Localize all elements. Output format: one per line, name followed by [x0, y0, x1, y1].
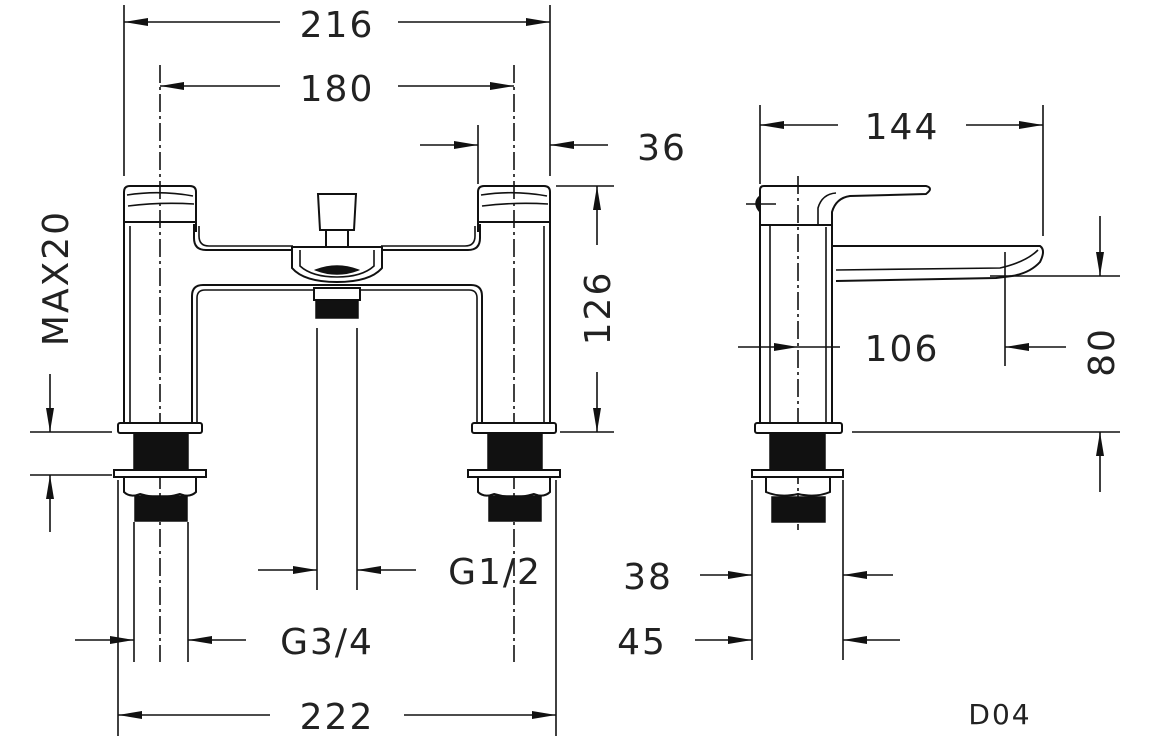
dimension-g3-4: G3/4: [75, 522, 374, 663]
dimension-label: 36: [637, 128, 687, 169]
dimension-180: 180: [160, 69, 514, 110]
left-inlet-fitting: [113, 422, 207, 522]
dimension-label: 180: [300, 69, 375, 110]
shower-diverter: [291, 193, 383, 284]
dimension-label: 106: [865, 329, 940, 370]
dimension-label: 80: [1082, 327, 1123, 377]
dimension-38: 38: [623, 480, 893, 660]
dimension-106: 106: [738, 252, 1066, 370]
dimension-max20: MAX20: [30, 210, 112, 532]
dimension-label: 222: [300, 697, 375, 738]
shower-outlet: [313, 287, 361, 590]
dimension-label: 38: [623, 557, 673, 598]
dimension-g1-2: G1/2: [258, 552, 542, 593]
dimension-label: 126: [578, 271, 619, 346]
dimension-label: MAX20: [36, 210, 77, 346]
side-fitting: [751, 422, 844, 523]
side-view: 144 106 80 38 45: [617, 105, 1123, 663]
dimension-126: 126: [556, 185, 619, 433]
dimension-label: 45: [617, 622, 667, 663]
side-body: [746, 185, 931, 423]
dimension-label: 144: [865, 107, 940, 148]
dimension-label: 216: [300, 5, 375, 46]
drawing-code: D04: [968, 698, 1031, 731]
dimension-36: 36: [420, 125, 687, 184]
dimension-45: 45: [617, 622, 900, 663]
dimension-216: 216: [123, 5, 551, 176]
dimension-222: 222: [117, 480, 557, 738]
dimension-label: G1/2: [448, 552, 542, 593]
dimension-label: G3/4: [280, 622, 374, 663]
dimension-80: 80: [852, 216, 1123, 492]
right-handle-pillar: [477, 185, 551, 423]
left-handle-pillar: [123, 185, 197, 423]
right-inlet-fitting: [467, 422, 561, 522]
bridge: [191, 224, 483, 423]
front-view: 216 180 36 126 MAX20: [30, 5, 687, 738]
dimension-144: 144: [759, 105, 1044, 236]
